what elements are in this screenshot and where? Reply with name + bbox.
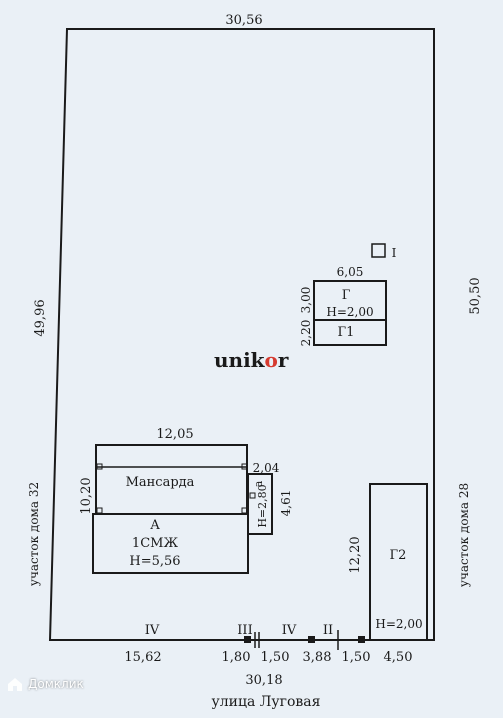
neighbor-left: участок дома 32 bbox=[27, 482, 41, 586]
house-material: 1СМЖ bbox=[132, 536, 179, 551]
domclick-watermark: Домклик bbox=[6, 676, 84, 692]
annex-letter: а bbox=[252, 480, 265, 487]
house-width: 12,05 bbox=[156, 427, 193, 442]
outbuilding-g-depth: 3,00 bbox=[299, 287, 313, 314]
garage-g2-outline bbox=[369, 483, 428, 641]
street-name: улица Луговая bbox=[211, 694, 320, 710]
dim-right: 50,50 bbox=[468, 277, 483, 314]
outbuilding-g-height: Н=2,00 bbox=[326, 305, 373, 319]
house-a-outline bbox=[92, 513, 249, 574]
dim-top: 30,56 bbox=[225, 13, 262, 28]
segment-width-5: 1,50 bbox=[342, 650, 371, 665]
attic-marker bbox=[241, 463, 248, 470]
footer-brand: Домклик bbox=[28, 677, 84, 691]
fence-marker bbox=[308, 636, 315, 643]
segment-label-iii: III bbox=[237, 623, 252, 638]
garage-g2-height: Н=2,00 bbox=[375, 617, 422, 631]
neighbor-right: участок дома 28 bbox=[457, 483, 471, 587]
house-depth: 10,20 bbox=[79, 477, 94, 514]
outbuilding-g: 6,05 3,00 2,20 Г Н=2,00 Г1 bbox=[299, 265, 387, 347]
garage-g2: 12,20 Г2 Н=2,00 bbox=[348, 483, 428, 641]
dim-bottom: 30,18 bbox=[245, 673, 282, 688]
annex-depth: 4,61 bbox=[279, 490, 293, 517]
house-a: 12,05 10,20 Мансарда А 1СМЖ Н=5,56 bbox=[79, 427, 249, 574]
outbuilding-g-letter: Г bbox=[342, 288, 351, 303]
fence-marker bbox=[244, 636, 251, 643]
outbuilding-g-outline bbox=[313, 280, 387, 346]
segment-label-iv-2: IV bbox=[282, 623, 297, 638]
segment-width-4: 3,88 bbox=[303, 650, 332, 665]
house-logo-icon bbox=[8, 678, 22, 691]
attic-marker bbox=[96, 507, 103, 514]
segment-width-1: 15,62 bbox=[124, 650, 161, 665]
annex-outline bbox=[247, 473, 273, 535]
outbuilding-g1-letter: Г1 bbox=[338, 325, 355, 340]
house-letter: А bbox=[150, 518, 160, 533]
annex-a: 2,04 а Н=2,80 4,61 bbox=[247, 461, 293, 535]
fence-markers bbox=[244, 630, 365, 650]
segment-width-3: 1,50 bbox=[261, 650, 290, 665]
segment-label-iv-1: IV bbox=[145, 623, 160, 638]
outbuilding-g-width: 6,05 bbox=[337, 265, 364, 279]
fence-marker bbox=[358, 636, 365, 643]
dim-left: 49,96 bbox=[33, 299, 48, 336]
attic-label: Мансарда bbox=[126, 475, 195, 490]
annex-width: 2,04 bbox=[253, 461, 280, 475]
segment-width-2: 1,80 bbox=[222, 650, 251, 665]
outbuilding-g1-depth: 2,20 bbox=[299, 320, 313, 347]
unikoor-watermark: unikor bbox=[214, 348, 289, 372]
toilet-label: I bbox=[392, 246, 397, 260]
garage-g2-depth: 12,20 bbox=[348, 536, 363, 573]
watermark-text: unikor bbox=[214, 348, 289, 372]
plot-boundary bbox=[48, 28, 435, 641]
segment-width-6: 4,50 bbox=[384, 650, 413, 665]
garage-g2-letter: Г2 bbox=[390, 548, 407, 563]
annex-marker bbox=[249, 492, 256, 499]
attic-marker bbox=[96, 463, 103, 470]
house-height: Н=5,56 bbox=[129, 554, 180, 569]
toilet-outline bbox=[371, 243, 386, 258]
annex-height: Н=2,80 bbox=[256, 484, 269, 527]
segment-label-ii: II bbox=[323, 623, 333, 638]
